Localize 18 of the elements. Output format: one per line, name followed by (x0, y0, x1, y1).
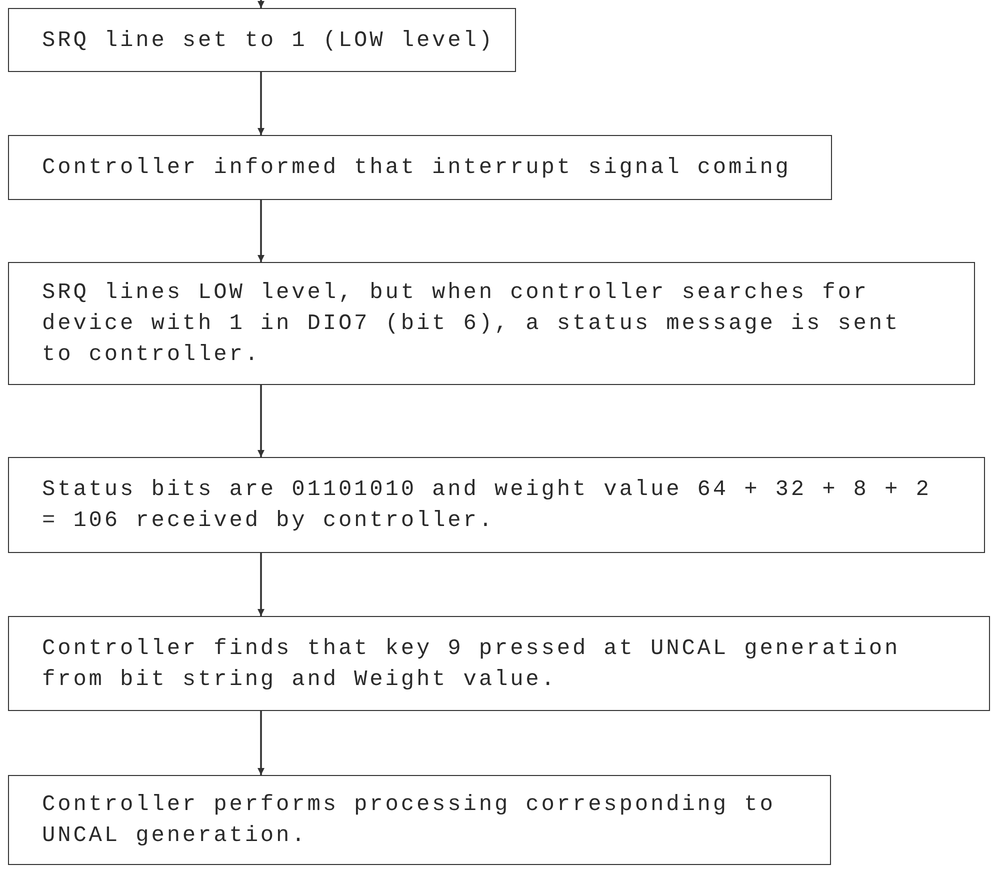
process-box (8, 262, 975, 385)
step-text: Controller informed that interrupt signal coming (42, 154, 791, 182)
step-text: SRQ lines LOW level, but when controller searches for device with 1 in DIO7 (bit 6), a status message is sent to controller. (42, 279, 902, 369)
step-text: SRQ line set to 1 (LOW level) (42, 26, 494, 54)
arrow (258, 72, 264, 135)
arrow (258, 0, 264, 8)
arrow (258, 385, 264, 457)
arrow (258, 553, 264, 616)
step-text: Controller finds that key 9 pressed at UNCAL generation from bit string and Weight value. (42, 634, 902, 694)
process-box (8, 775, 831, 865)
process-box (8, 135, 832, 200)
process-box (8, 8, 516, 72)
step-text: Controller performs processing corresponding to UNCAL generation. (42, 791, 776, 850)
process-box (8, 616, 990, 711)
step-text: Status bits are 01101010 and weight value 64 + 32 + 8 + 2 = 106 received by controller. (42, 476, 932, 535)
process-box (8, 457, 985, 553)
arrow (258, 200, 264, 262)
arrow (258, 711, 264, 775)
